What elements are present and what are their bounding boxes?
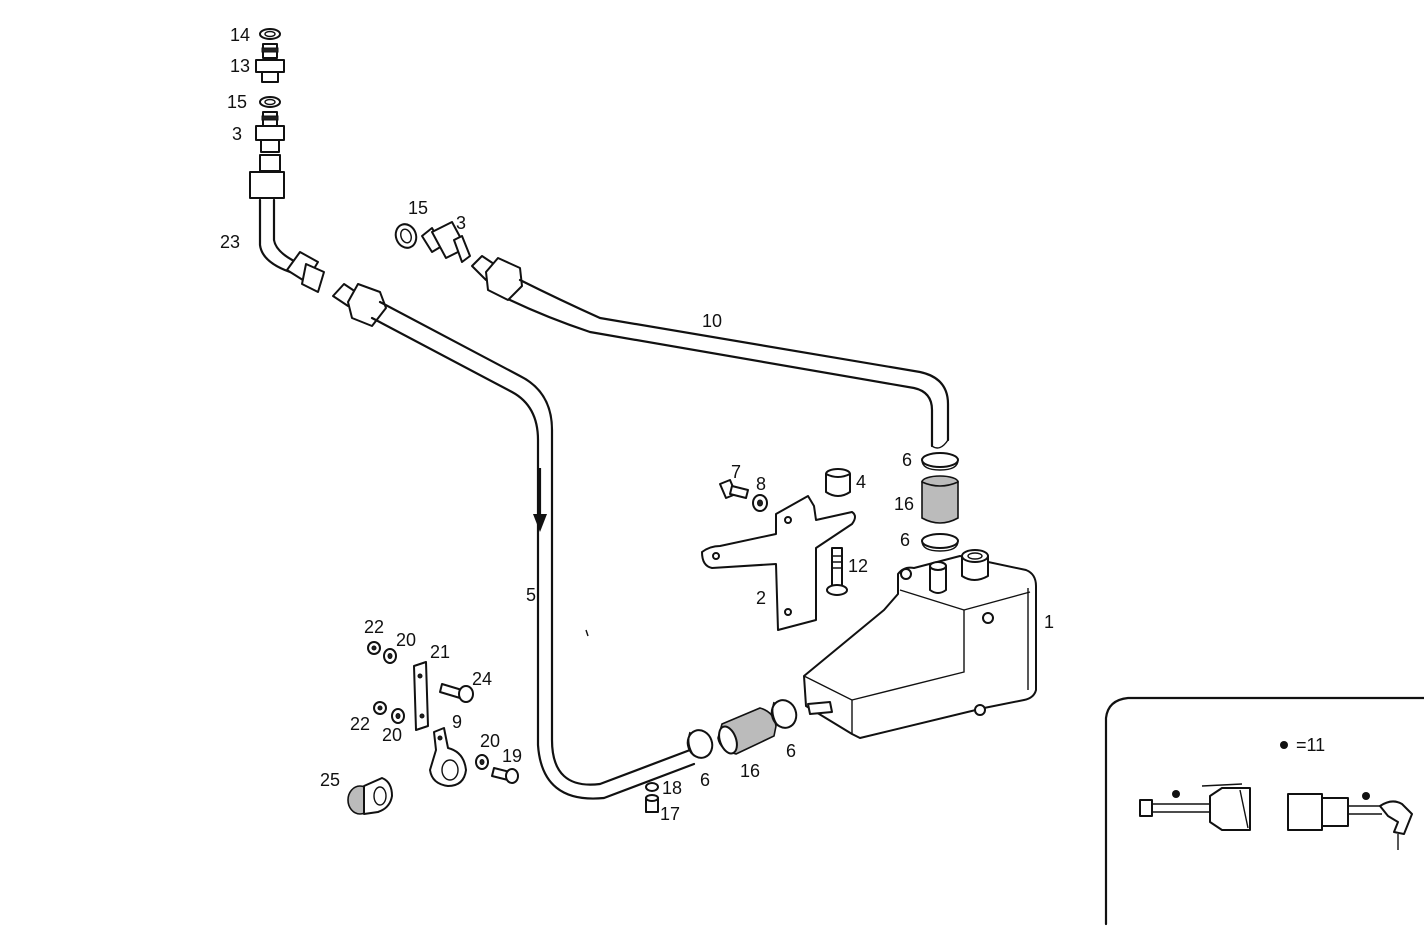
hose-16-upper <box>921 475 959 524</box>
label-6-upper: 6 <box>902 450 912 470</box>
washer-15-mid <box>394 223 418 249</box>
label-21: 21 <box>430 642 450 662</box>
bracket-2 <box>701 495 856 631</box>
label-20-upper: 20 <box>396 630 416 650</box>
label-3-top: 3 <box>232 124 242 144</box>
strap-21 <box>413 661 429 731</box>
clamp-6-right <box>770 699 798 729</box>
label-22-lower: 22 <box>350 714 370 734</box>
label-18: 18 <box>662 778 682 798</box>
washer-20-lower <box>391 708 405 724</box>
label-6-bottom-left: 6 <box>700 770 710 790</box>
label-15-mid: 15 <box>408 198 428 218</box>
clamp-6-lower <box>921 533 959 552</box>
label-9: 9 <box>452 712 462 732</box>
label-4: 4 <box>856 472 866 492</box>
nut-17 <box>645 794 659 813</box>
legend-dot <box>1280 741 1288 749</box>
label-6-lower: 6 <box>900 530 910 550</box>
washer-20-right <box>475 754 489 770</box>
label-13: 13 <box>230 56 250 76</box>
label-22-upper: 22 <box>364 617 384 637</box>
bolt-24 <box>439 683 474 703</box>
union-3-mid <box>421 221 471 263</box>
grommet-25 <box>347 777 393 815</box>
inset-legend: =11 <box>1104 696 1424 926</box>
label-16-bottom: 16 <box>740 761 760 781</box>
label-25: 25 <box>320 770 340 790</box>
label-8: 8 <box>756 474 766 494</box>
clip-9 <box>429 727 467 787</box>
clamp-6-upper <box>921 452 959 471</box>
label-23: 23 <box>220 232 240 252</box>
bushing-4 <box>825 468 851 497</box>
union-13 <box>255 43 285 83</box>
screw-7 <box>719 479 749 499</box>
pipe-5 <box>332 283 696 800</box>
bolt-19 <box>491 767 519 784</box>
legend-text: =11 <box>1296 735 1325 755</box>
hose-16-bottom <box>717 707 777 755</box>
pipe-10 <box>471 255 950 449</box>
label-3-mid: 3 <box>456 213 466 233</box>
nut-22-upper <box>367 641 381 655</box>
label-15-top: 15 <box>227 92 247 112</box>
nut-22-lower <box>373 701 387 715</box>
clamp-6-left <box>686 729 714 759</box>
washer-18 <box>645 782 659 792</box>
label-17: 17 <box>660 804 680 824</box>
label-6-bottom-right: 6 <box>786 741 796 761</box>
bolt-12 <box>826 547 848 596</box>
flow-arrow <box>533 468 547 532</box>
label-20-lower: 20 <box>382 725 402 745</box>
label-10: 10 <box>702 311 722 331</box>
union-3-top <box>255 111 285 153</box>
label-1: 1 <box>1044 612 1054 632</box>
label-24: 24 <box>472 669 492 689</box>
label-5: 5 <box>526 585 536 605</box>
reservoir-1 <box>803 549 1037 739</box>
label-2: 2 <box>756 588 766 608</box>
pipe-23 <box>249 154 325 293</box>
label-16-upper: 16 <box>894 494 914 514</box>
label-14: 14 <box>230 25 250 45</box>
washer-14 <box>259 28 281 40</box>
inset-connector-right <box>1287 792 1413 850</box>
label-19: 19 <box>502 746 522 766</box>
washer-15-top <box>259 96 281 108</box>
washer-8 <box>752 494 768 512</box>
label-7: 7 <box>731 462 741 482</box>
inset-connector-left <box>1139 783 1251 831</box>
label-12: 12 <box>848 556 868 576</box>
washer-20-upper <box>383 648 397 664</box>
label-20-right: 20 <box>480 731 500 751</box>
